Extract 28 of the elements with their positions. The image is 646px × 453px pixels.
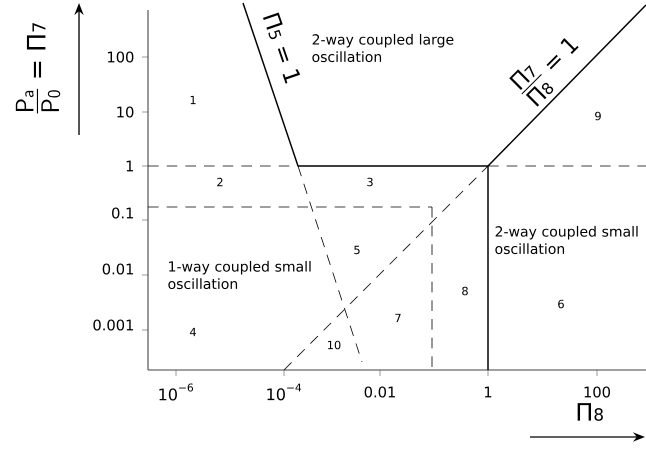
axis-title: $\Pi_8$ xyxy=(578,403,603,421)
region-number: 7 xyxy=(395,314,401,322)
tick-label: 0.01 xyxy=(102,263,134,275)
region-number: 3 xyxy=(367,178,373,186)
tick-label: $10^{-6}$ xyxy=(159,383,194,401)
region-number: 4 xyxy=(190,328,196,336)
region-number: 10 xyxy=(328,340,340,350)
region-number: 9 xyxy=(595,112,601,120)
regime-label: 1-way coupled small oscillation xyxy=(168,260,311,290)
region-number: 5 xyxy=(354,246,360,254)
axis-title: $\frac{\mathsf{P}_\mathsf{a}}{\mathsf{P}_\mathsf{0}}=\Pi_7$ xyxy=(16,23,60,114)
tick-label: 1 xyxy=(484,386,492,398)
tick-label: 1 xyxy=(126,160,134,172)
boundary-label: $\frac{\Pi_7}{\Pi_8}=1$ xyxy=(509,38,579,107)
region-number: 1 xyxy=(190,96,196,104)
region-number: 6 xyxy=(558,300,564,308)
tick-label: 100 xyxy=(108,51,134,63)
tick-label: 0.01 xyxy=(364,386,395,398)
tick-label: 100 xyxy=(584,386,610,398)
tick-label: 0.001 xyxy=(93,319,134,331)
regime-label: 2-way coupled large oscillation xyxy=(312,34,454,62)
boundary-label: $\Pi_5=1$ xyxy=(263,12,300,84)
tick-label: $10^{-4}$ xyxy=(267,384,302,400)
region-number: 2 xyxy=(217,178,222,186)
regime-label: 2-way coupled small oscillation xyxy=(495,226,638,254)
tick-label: 0.1 xyxy=(112,207,134,219)
tick-label: 10 xyxy=(117,106,134,118)
region-number: 8 xyxy=(462,286,468,296)
